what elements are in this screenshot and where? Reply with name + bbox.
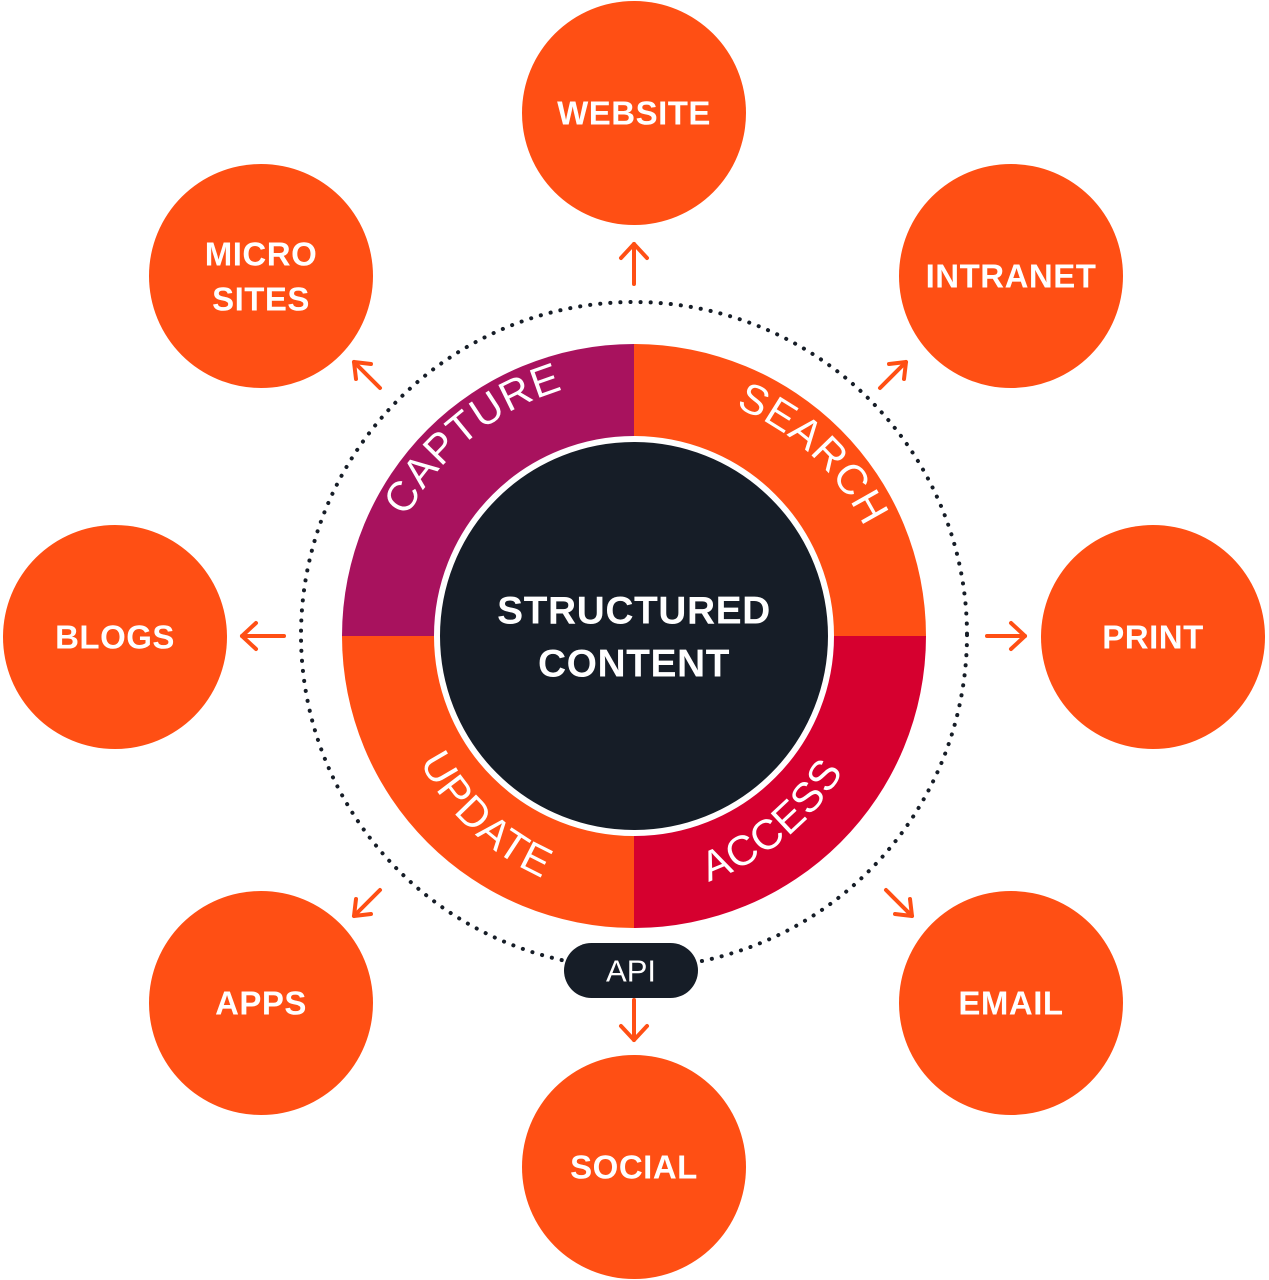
arrow-to-website: [619, 242, 649, 286]
channel-email-circle: [899, 891, 1123, 1115]
channel-print: PRINT: [1041, 525, 1265, 749]
channel-micro-sites-label-line-1: MICRO: [205, 236, 318, 273]
arrow-to-intranet: [878, 360, 908, 390]
channel-micro-sites: MICRO SITES: [149, 164, 373, 388]
api-badge: API: [564, 943, 698, 998]
arrows: [240, 242, 1027, 1042]
arrow-to-print: [985, 621, 1027, 651]
dotted-ring: [299, 300, 969, 970]
api-label: API: [606, 954, 656, 989]
arrow-to-email: [884, 888, 914, 918]
channel-website-label: WEBSITE: [557, 95, 711, 132]
channel-blogs: BLOGS: [3, 525, 227, 749]
channel-print-circle: [1041, 525, 1265, 749]
channel-apps-label: APPS: [215, 985, 307, 1022]
arrow-to-blogs: [240, 621, 286, 651]
arrow-to-micro-sites: [352, 360, 382, 390]
channel-apps: APPS: [149, 891, 373, 1115]
core-circle: [434, 436, 834, 836]
channel-email: EMAIL: [899, 891, 1123, 1115]
output-channels: WEBSITE INTRANET PRINT EMAIL SOCIAL APPS…: [3, 1, 1265, 1279]
channel-blogs-label: BLOGS: [55, 619, 175, 656]
channel-website: WEBSITE: [522, 1, 746, 225]
arrow-to-social: [619, 998, 649, 1042]
channel-intranet-circle: [899, 164, 1123, 388]
channel-social: SOCIAL: [522, 1055, 746, 1279]
channel-apps-circle: [149, 891, 373, 1115]
channel-website-circle: [522, 1, 746, 225]
channel-print-label: PRINT: [1102, 619, 1204, 656]
channel-micro-sites-label-line-2: SITES: [212, 281, 310, 318]
arrow-to-apps: [352, 888, 382, 918]
core-label-line-1: STRUCTURED: [497, 590, 771, 633]
channel-intranet-label: INTRANET: [926, 258, 1097, 295]
channel-intranet: INTRANET: [899, 164, 1123, 388]
channel-email-label: EMAIL: [958, 985, 1063, 1022]
core-label-line-2: CONTENT: [538, 643, 730, 686]
channel-social-label: SOCIAL: [570, 1149, 698, 1186]
channel-social-circle: [522, 1055, 746, 1279]
channel-micro-sites-circle: [149, 164, 373, 388]
channel-blogs-circle: [3, 525, 227, 749]
